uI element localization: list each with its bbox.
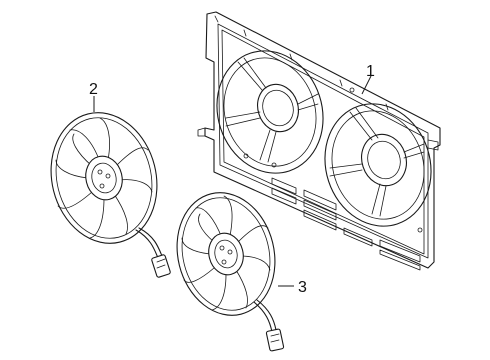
fan-motor-3	[176, 192, 285, 352]
fan-shroud	[197, 11, 441, 271]
callout-1-label: 1	[366, 63, 375, 80]
callout-2-label: 2	[89, 81, 98, 98]
callout-3-label: 3	[298, 279, 307, 296]
fan-motor-2	[50, 112, 171, 278]
callout-2: 2	[89, 81, 98, 112]
callout-3: 3	[278, 279, 307, 296]
callout-1: 1	[361, 63, 375, 95]
